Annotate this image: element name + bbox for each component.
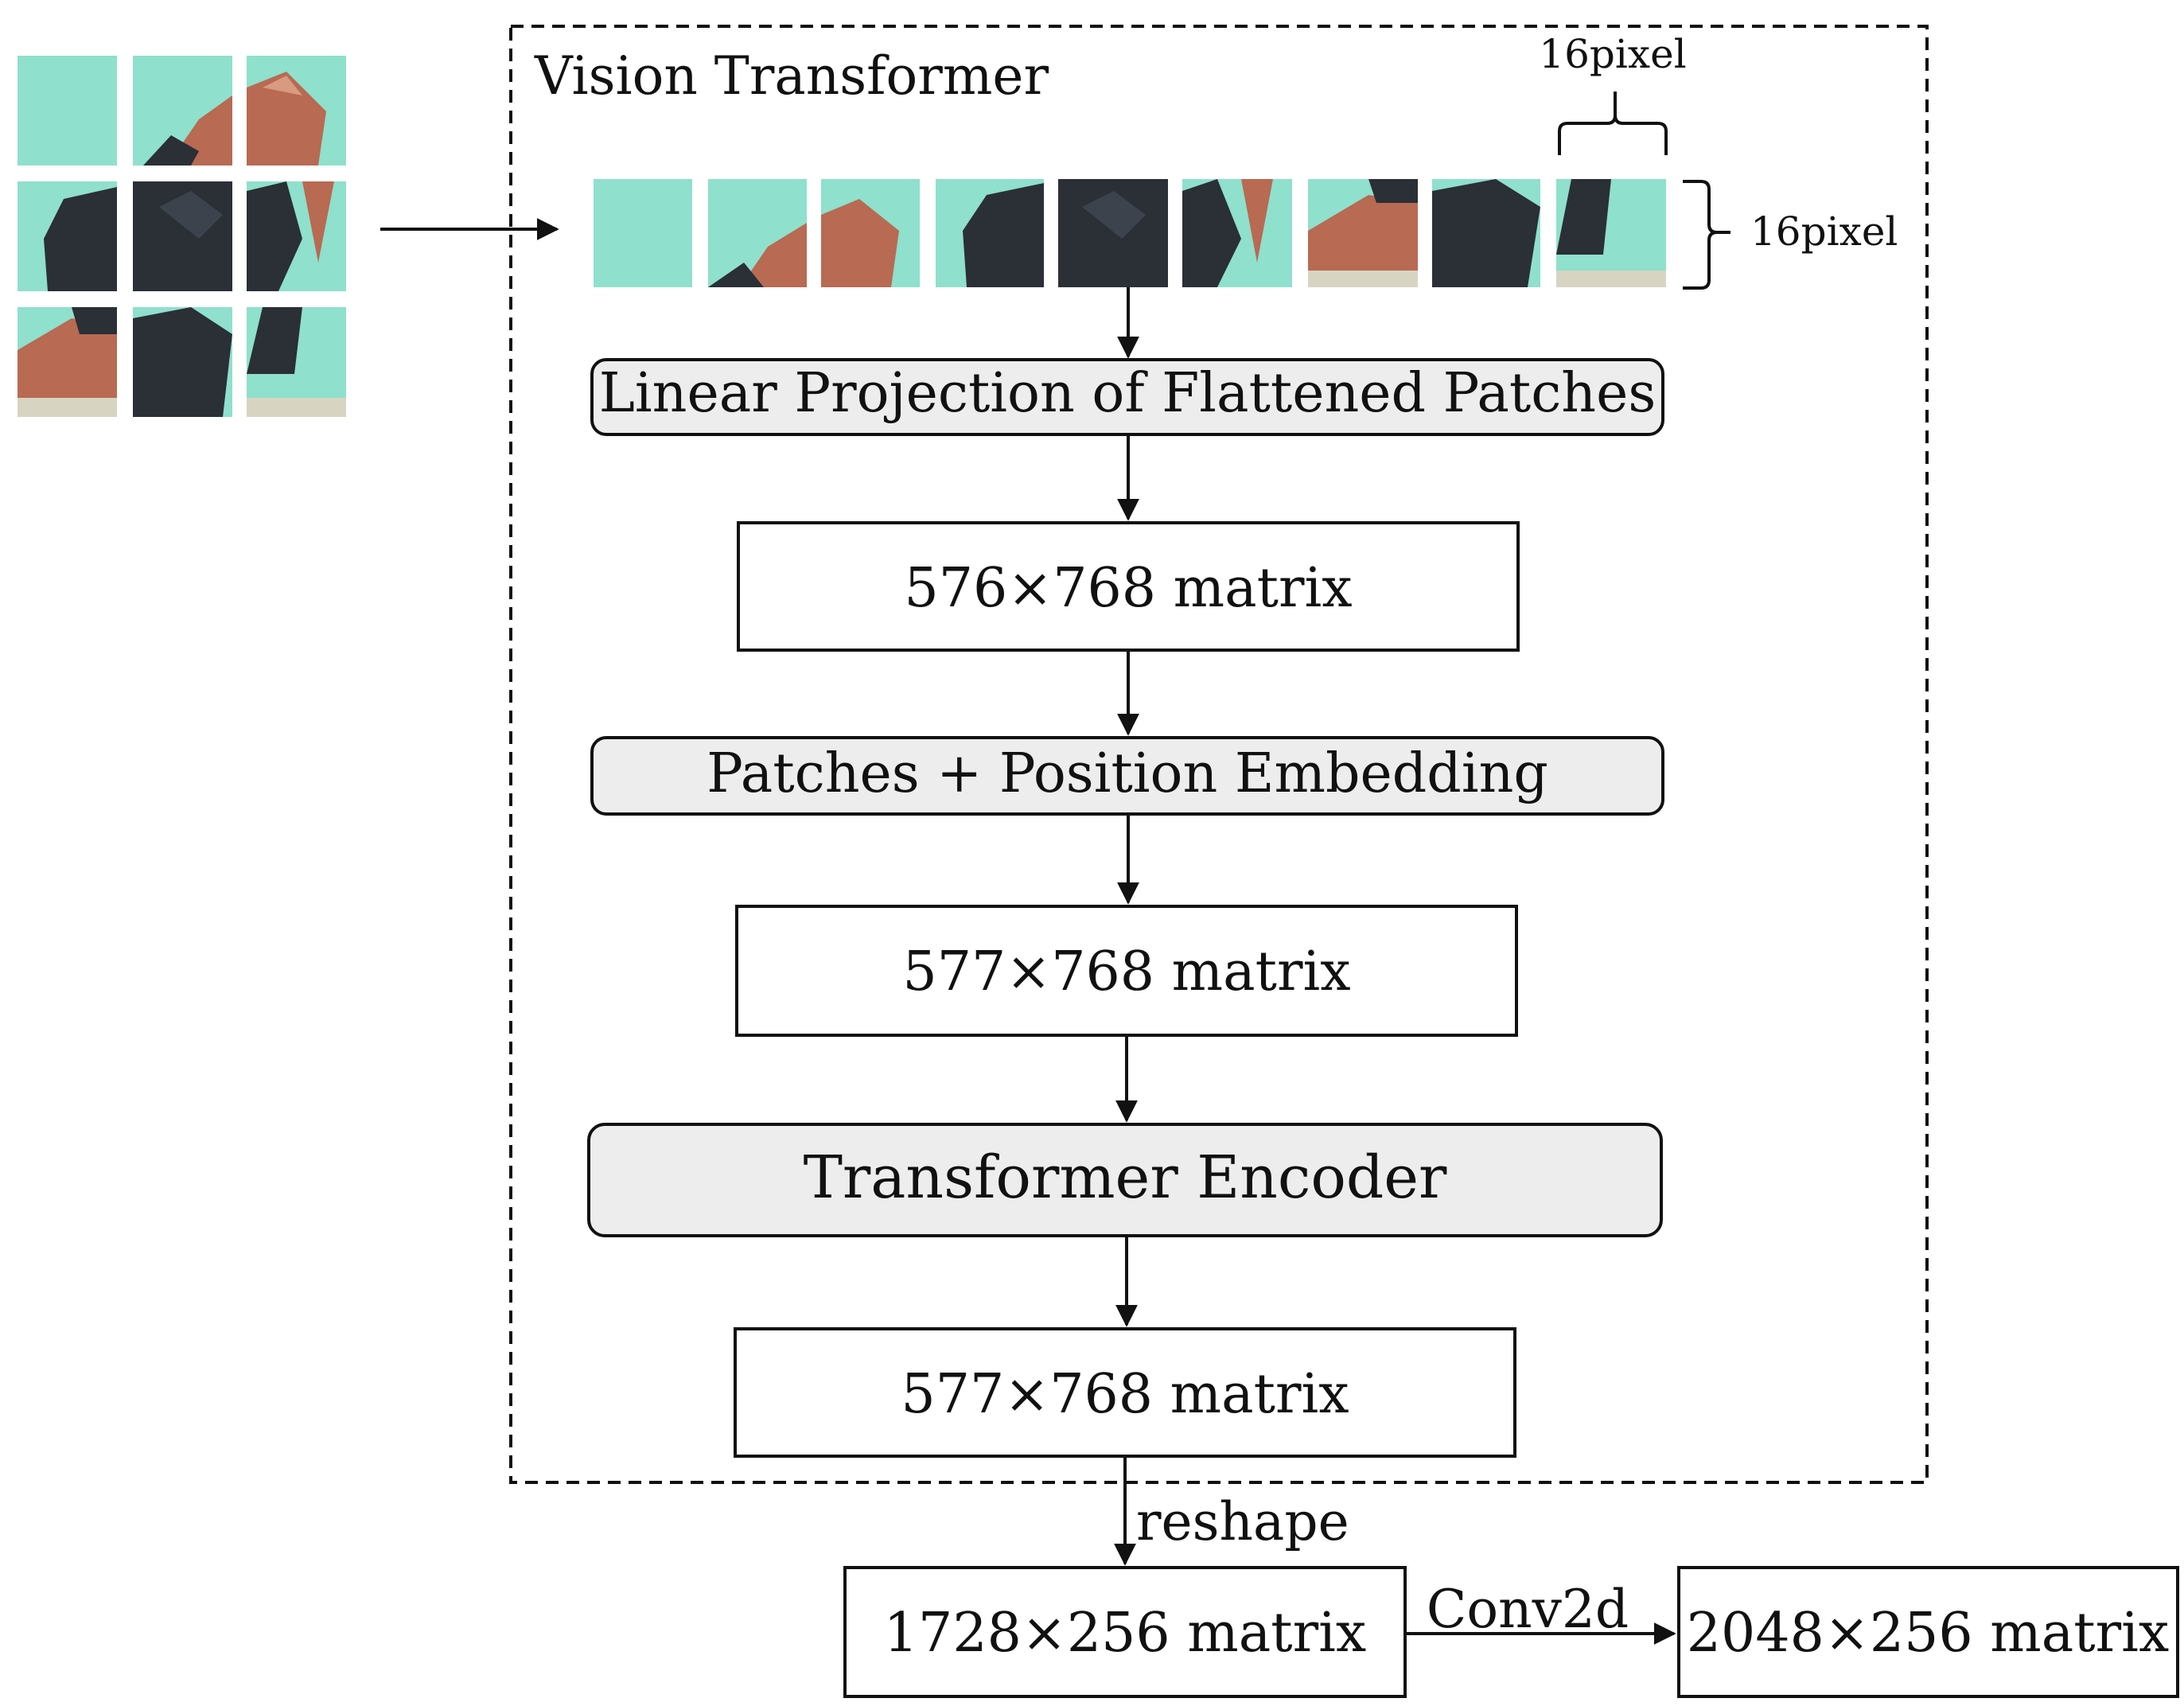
- sequence-patch: [1432, 179, 1540, 287]
- patch-tile: [18, 181, 117, 291]
- matrix-1728x256-label: 1728×256 matrix: [884, 1602, 1366, 1665]
- vision-transformer-title: Vision Transformer: [534, 45, 1049, 107]
- matrix-2048x256-box: [1677, 1566, 2179, 1698]
- patch-tile: [247, 181, 346, 291]
- vision-transformer-boundary: [509, 25, 1929, 1484]
- position-embedding-label: Patches + Position Embedding: [707, 742, 1548, 805]
- sequence-patch: [1308, 179, 1418, 287]
- input-image-patch-grid: [18, 56, 346, 417]
- patch-tile: [247, 56, 346, 166]
- sequence-patch: [821, 179, 920, 287]
- linear-projection-label: Linear Projection of Flattened Patches: [599, 362, 1656, 425]
- side-patch-size-label: 16pixel: [1750, 208, 1898, 255]
- matrix-2048x256-label: 2048×256 matrix: [1687, 1602, 2169, 1665]
- patch-tile: [247, 307, 346, 417]
- conv2d-label: Conv2d: [1427, 1579, 1629, 1640]
- patch-tile: [18, 307, 117, 417]
- matrix-577x768-label: 577×768 matrix: [902, 941, 1350, 1003]
- matrix-576x768-label: 576×768 matrix: [904, 557, 1352, 620]
- patch-tile: [18, 56, 117, 166]
- sequence-patch: [936, 179, 1044, 287]
- encoder-output-matrix-label: 577×768 matrix: [901, 1363, 1349, 1426]
- sequence-patch: [1556, 179, 1666, 287]
- sequence-patch: [1182, 179, 1292, 287]
- top-patch-brace: [1558, 92, 1668, 155]
- top-patch-size-label: 16pixel: [1539, 31, 1686, 77]
- sequence-patch: [708, 179, 807, 287]
- matrix-577x768-box: [735, 905, 1518, 1037]
- reshape-label: reshape: [1136, 1491, 1349, 1552]
- matrix-1728x256-box: [843, 1566, 1407, 1698]
- patch-tile: [133, 307, 232, 417]
- patch-tile: [133, 56, 232, 166]
- side-patch-brace: [1683, 180, 1730, 290]
- patch-sequence: [594, 179, 1666, 287]
- encoder-output-matrix-box: [734, 1327, 1516, 1458]
- sequence-patch: [594, 179, 692, 287]
- transformer-encoder-label: Transformer Encoder: [804, 1143, 1447, 1212]
- sequence-patch: [1058, 179, 1168, 287]
- patch-tile: [133, 181, 232, 291]
- matrix-576x768-box: [737, 521, 1520, 652]
